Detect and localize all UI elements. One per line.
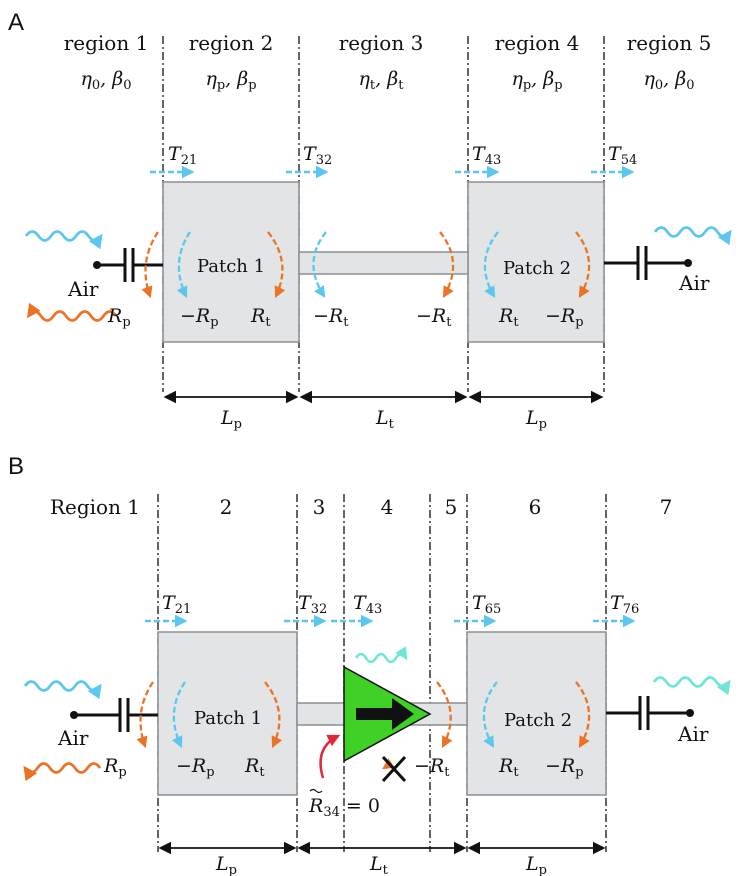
transmission-label: T65 <box>472 592 501 617</box>
left-feed <box>70 698 158 732</box>
reflection-label: Rt <box>250 305 271 330</box>
amplifier-arrow-icon <box>356 698 414 730</box>
reflection-label: −Rp <box>176 755 215 780</box>
pointer-arrow <box>319 734 341 779</box>
transmission-label: T54 <box>608 143 637 168</box>
region-label: 7 <box>660 495 673 519</box>
panel-a: A region 1 region 2 region 3 region 4 re… <box>8 9 732 432</box>
length-label: Lt <box>375 407 395 432</box>
length-label: Lp <box>220 407 242 432</box>
left-feed <box>93 248 163 282</box>
patch-1 <box>157 631 298 796</box>
panel-a-reflection-labels: Rp −Rp Rt −Rt −Rt Rt −Rp <box>107 305 584 330</box>
air-label: Air <box>677 722 709 746</box>
panel-b: B Region 1 2 3 4 5 6 7 T21 T32 T43 T65 T… <box>8 453 731 876</box>
transmission-label: T43 <box>472 143 501 168</box>
reflection-label: −Rt <box>416 305 452 330</box>
reflection-label: Rp <box>107 305 131 330</box>
region-label: 6 <box>529 495 542 519</box>
region-label: Region 1 <box>50 495 140 519</box>
patch-2-label: Patch 2 <box>504 710 572 731</box>
region-label: region 5 <box>627 31 712 55</box>
region-label: region 3 <box>339 31 424 55</box>
patch-2-label: Patch 2 <box>503 258 571 279</box>
region-params: ηp, βp <box>511 68 562 93</box>
reflection-label: −Rp <box>180 305 219 330</box>
region-label: 4 <box>381 495 394 519</box>
tilde-mark <box>309 788 323 794</box>
incident-wave <box>24 230 103 250</box>
reflection-label: −Rp <box>545 305 584 330</box>
region-label: 2 <box>220 495 233 519</box>
transmission-label: T21 <box>162 592 191 617</box>
transmission-label: T43 <box>353 592 382 617</box>
region-params: ηt, βt <box>359 68 405 93</box>
cross-icon <box>381 755 407 783</box>
patch-1-label: Patch 1 <box>197 256 265 277</box>
transmission-label: T76 <box>610 592 639 617</box>
panel-a-letter: A <box>8 9 24 36</box>
panel-a-region-params: η0, β0 ηp, βp ηt, βt ηp, βp η0, β0 <box>80 68 694 93</box>
reflection-label: Rt <box>498 305 519 330</box>
region-params: ηp, βp <box>205 68 256 93</box>
length-label: Lt <box>369 853 389 876</box>
amplifier-reflection-equation: R34 = 0 <box>308 795 380 820</box>
region-label: region 4 <box>495 31 580 55</box>
transmission-line <box>298 251 469 275</box>
reflection-label: −Rt <box>313 305 349 330</box>
transmission-label: T32 <box>298 592 327 617</box>
air-label: Air <box>67 277 99 301</box>
length-label: Lp <box>215 853 237 876</box>
region-params: η0, β0 <box>643 68 694 93</box>
region-label: 5 <box>445 495 458 519</box>
length-label: Lp <box>525 853 547 876</box>
transmitted-wave <box>652 676 731 696</box>
region-params: η0, β0 <box>80 68 131 93</box>
panel-a-region-headings: region 1 region 2 region 3 region 4 regi… <box>64 31 712 55</box>
region-label: region 2 <box>189 31 274 55</box>
transmission-label: T32 <box>303 143 332 168</box>
right-feed <box>606 696 694 730</box>
air-label: Air <box>678 271 710 295</box>
incident-wave <box>23 680 102 700</box>
patch-2 <box>466 631 607 796</box>
air-label: Air <box>57 726 89 750</box>
reflected-wave <box>23 762 102 782</box>
transmitted-wave <box>653 226 732 246</box>
reflection-label: Rt <box>498 755 519 780</box>
region-label: region 1 <box>64 31 149 55</box>
transmission-label: T21 <box>168 143 197 168</box>
reflection-label: −Rp <box>545 755 584 780</box>
reflection-label: −Rt <box>414 755 450 780</box>
reflection-label: Rt <box>244 755 265 780</box>
reflection-label: Rp <box>103 755 127 780</box>
panel-b-reflection-labels: Rp −Rp Rt −Rt Rt −Rp <box>103 755 584 780</box>
length-label: Lp <box>525 407 547 432</box>
panel-b-transmissions: T21 T32 T43 T65 T76 <box>145 592 639 628</box>
patch-1-label: Patch 1 <box>194 708 262 729</box>
patch-2 <box>467 181 605 343</box>
region-label: 3 <box>313 495 326 519</box>
amplified-wave <box>354 646 408 664</box>
panel-b-region-headings: Region 1 2 3 4 5 6 7 <box>50 495 672 519</box>
panel-a-transmissions: T21 T32 T43 T54 <box>150 143 637 179</box>
reflected-wave <box>26 302 118 322</box>
right-feed <box>604 246 692 280</box>
panel-b-letter: B <box>8 453 24 480</box>
patch-1 <box>162 181 300 343</box>
